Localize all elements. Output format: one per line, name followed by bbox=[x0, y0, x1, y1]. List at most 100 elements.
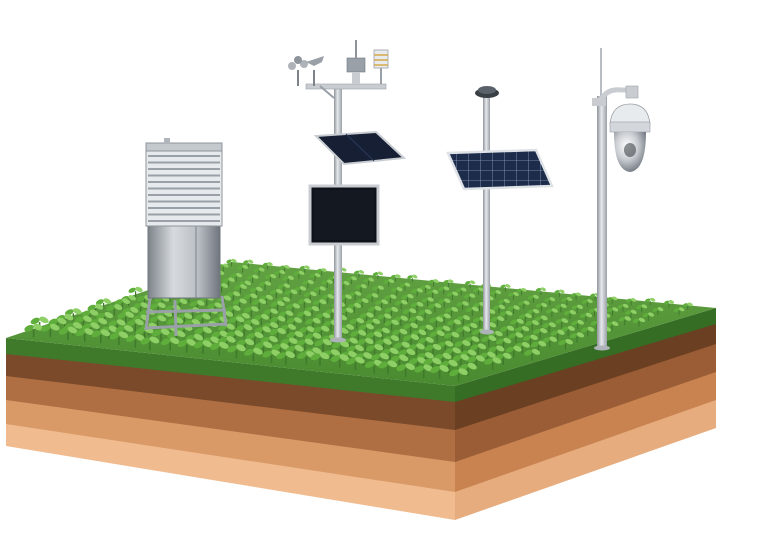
sprout bbox=[535, 287, 546, 295]
sprout bbox=[510, 318, 524, 329]
sprout bbox=[356, 337, 374, 351]
sprout bbox=[253, 267, 265, 276]
sprout bbox=[264, 273, 277, 283]
weather-station-mast bbox=[288, 40, 407, 343]
sprout bbox=[117, 311, 135, 324]
sprout bbox=[126, 334, 145, 348]
sprout bbox=[525, 320, 539, 330]
sprout bbox=[535, 302, 548, 312]
sprout bbox=[507, 305, 520, 315]
sprout bbox=[663, 300, 675, 308]
mast-crossarm bbox=[305, 83, 387, 90]
sprout bbox=[426, 289, 439, 298]
sprout bbox=[296, 310, 312, 322]
sprout bbox=[193, 340, 213, 354]
radiation-shield-icon bbox=[373, 49, 389, 84]
sprout bbox=[498, 298, 510, 308]
sprout bbox=[381, 347, 399, 361]
sprout bbox=[225, 305, 241, 317]
sensor-head bbox=[346, 57, 366, 73]
sprout bbox=[682, 302, 693, 310]
sprout bbox=[347, 302, 362, 313]
sprout bbox=[446, 319, 462, 330]
sprout bbox=[418, 324, 434, 336]
sprout bbox=[309, 273, 321, 281]
sprout bbox=[429, 316, 444, 327]
sprout bbox=[429, 330, 445, 342]
sprout bbox=[304, 306, 320, 317]
sprout bbox=[359, 312, 374, 323]
sprout bbox=[428, 303, 442, 313]
sprout bbox=[618, 316, 631, 326]
sprout bbox=[555, 303, 567, 313]
sprout bbox=[465, 280, 476, 288]
sprout bbox=[580, 326, 595, 337]
sprout bbox=[605, 321, 619, 331]
sprout bbox=[524, 348, 541, 361]
sprout bbox=[207, 302, 223, 314]
sprout bbox=[222, 277, 235, 287]
sprout bbox=[527, 308, 540, 318]
sprout bbox=[254, 341, 273, 355]
sprout bbox=[278, 310, 294, 322]
sprout bbox=[95, 298, 112, 310]
sprout bbox=[313, 286, 326, 296]
sprout bbox=[571, 304, 583, 314]
sprout bbox=[176, 313, 193, 325]
sprout bbox=[527, 294, 539, 303]
sprout bbox=[558, 338, 573, 350]
sprout bbox=[106, 304, 123, 316]
sprout bbox=[227, 344, 246, 358]
sprout bbox=[30, 316, 49, 330]
sprout bbox=[279, 264, 290, 273]
sprout bbox=[109, 331, 129, 345]
sprout bbox=[454, 340, 471, 352]
soil-block bbox=[6, 262, 716, 520]
sprout bbox=[500, 284, 511, 292]
sprout bbox=[74, 315, 93, 329]
sprout bbox=[140, 336, 160, 351]
sprout bbox=[285, 344, 304, 359]
sprout bbox=[246, 274, 259, 283]
anemometer-icon bbox=[288, 56, 324, 86]
sprout bbox=[150, 302, 166, 314]
sprout bbox=[254, 326, 272, 339]
sprout bbox=[481, 335, 497, 347]
display-board bbox=[308, 184, 380, 246]
sprout bbox=[490, 316, 505, 326]
sprout bbox=[581, 299, 593, 307]
sprout bbox=[41, 323, 60, 338]
camera-pole bbox=[597, 96, 607, 348]
sprout bbox=[372, 271, 383, 279]
sprout bbox=[375, 299, 389, 309]
sprout bbox=[516, 287, 527, 296]
soil-layer-dark bbox=[6, 350, 455, 430]
sprout bbox=[508, 332, 524, 343]
sprout bbox=[407, 274, 418, 283]
sprout bbox=[452, 354, 470, 367]
sprout bbox=[350, 329, 367, 342]
sprout bbox=[642, 312, 655, 321]
shelter-roof bbox=[145, 142, 223, 152]
sprout bbox=[270, 300, 285, 312]
sprout bbox=[366, 293, 379, 302]
sprout bbox=[24, 323, 43, 338]
sprout bbox=[372, 285, 384, 294]
sprout bbox=[463, 293, 476, 302]
sprout bbox=[243, 306, 259, 317]
sprout bbox=[542, 322, 556, 333]
sprout bbox=[298, 326, 315, 338]
sprout bbox=[423, 357, 442, 371]
sprout bbox=[500, 325, 515, 336]
sprout bbox=[303, 291, 317, 301]
sprout bbox=[349, 291, 362, 301]
sprout bbox=[554, 289, 565, 297]
sprout bbox=[563, 309, 576, 319]
sprout bbox=[394, 299, 408, 310]
sprout bbox=[579, 312, 592, 322]
sprout bbox=[252, 298, 267, 310]
sprout bbox=[444, 347, 461, 360]
sprout bbox=[233, 284, 247, 294]
sprout bbox=[561, 325, 575, 336]
sprout bbox=[403, 322, 418, 334]
